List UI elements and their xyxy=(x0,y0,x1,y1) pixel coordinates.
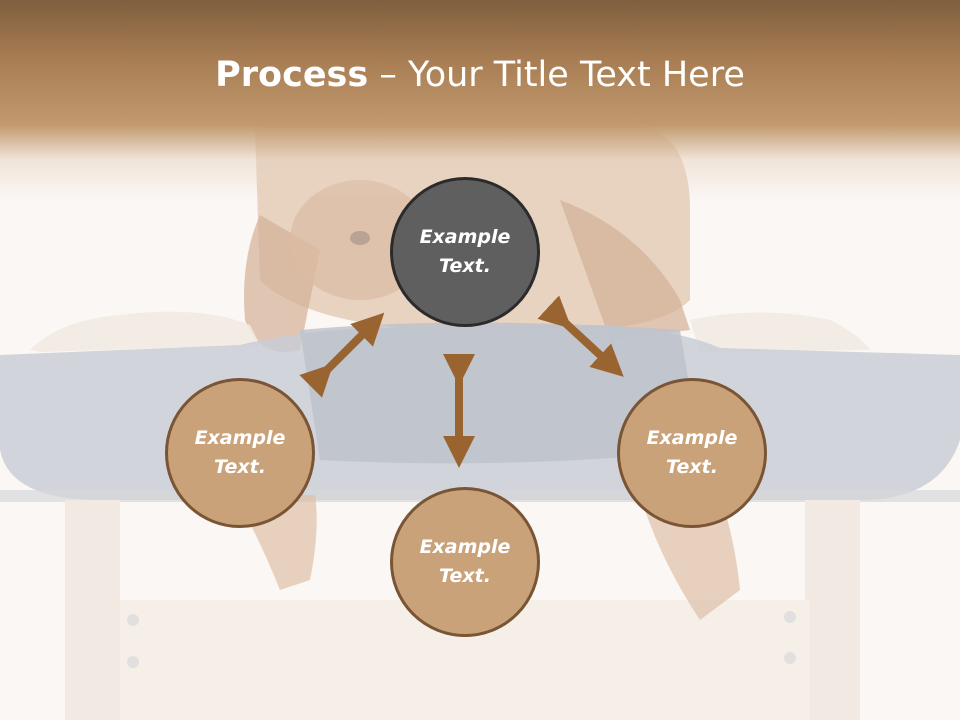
arrow-top-left-double-arrow-icon xyxy=(299,312,385,398)
node-top: Example Text. xyxy=(390,177,540,327)
node-right: Example Text. xyxy=(617,378,767,528)
node-left-label: Example Text. xyxy=(194,427,286,478)
slide-title: Process – Your Title Text Here xyxy=(0,52,960,98)
node-top-label: Example Text. xyxy=(419,226,511,277)
title-band xyxy=(0,0,960,200)
node-right-label: Example Text. xyxy=(646,427,738,478)
arrow-top-right-double-arrow-icon xyxy=(537,295,624,377)
node-left: Example Text. xyxy=(165,378,315,528)
title-rest: – Your Title Text Here xyxy=(368,55,745,95)
node-bottom: Example Text. xyxy=(390,487,540,637)
node-bottom-label: Example Text. xyxy=(419,536,511,587)
title-bold: Process xyxy=(215,55,369,95)
